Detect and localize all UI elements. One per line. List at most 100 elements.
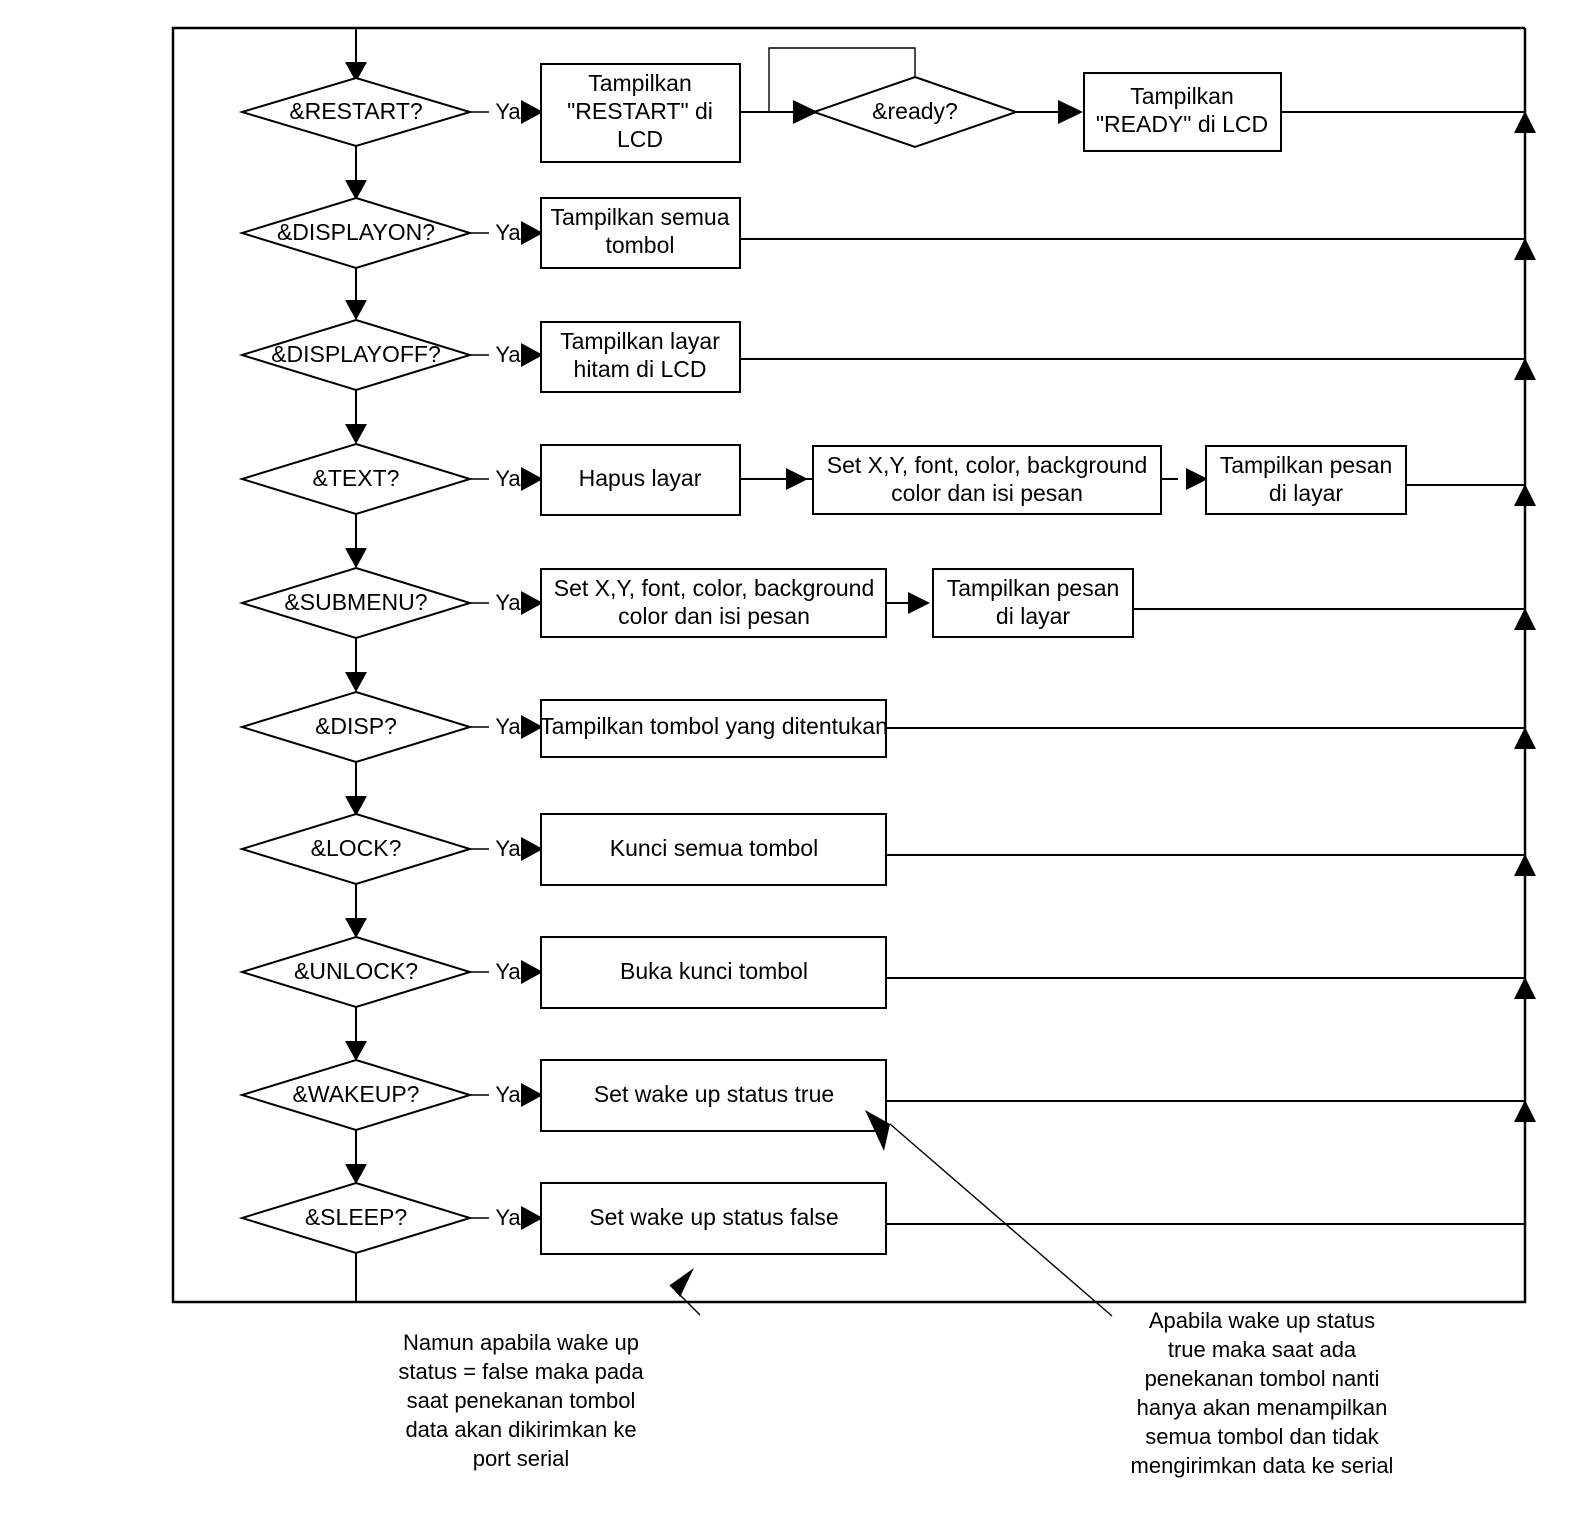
left-note-line-2: status = false maka pada — [398, 1359, 644, 1384]
process-wake-true[interactable] — [540, 1059, 887, 1132]
process-restart-lcd-line1: Tampilkan — [588, 70, 692, 96]
left-note-line-1: Namun apabila wake up — [403, 1330, 639, 1355]
ready-to-readybox-arrowhead — [1058, 100, 1083, 124]
process-show-disp[interactable] — [540, 699, 887, 758]
process-clear-screen-line1: Hapus layar — [579, 465, 702, 491]
process-set-text-line1: Set X,Y, font, color, background — [827, 452, 1148, 478]
process-lock-all[interactable] — [540, 813, 887, 886]
rail-arrowhead-8 — [1514, 977, 1536, 999]
entry-arrowhead-restart — [345, 62, 367, 82]
setsubmenu-to-showmsg-arrowhead — [908, 592, 930, 614]
process-show-all[interactable] — [540, 197, 741, 269]
process-black-screen[interactable] — [540, 321, 741, 393]
process-restart-lcd-line2: "RESTART" di — [567, 98, 713, 124]
process-set-submenu[interactable] — [540, 568, 887, 638]
right-note-line-2: true maka saat ada — [1168, 1337, 1357, 1362]
disp-yes-arrowhead — [521, 715, 543, 739]
decision-disp-label: &DISP? — [315, 713, 397, 739]
unlock-yes-label: Ya — [495, 959, 521, 984]
decision-ready-label: &ready? — [872, 98, 958, 124]
displayon-yes-label: Ya — [495, 220, 521, 245]
submenu-yes-arrowhead — [521, 591, 543, 615]
restart-no-arrowhead — [345, 180, 367, 200]
process-black-screen-line2: hitam di LCD — [574, 356, 707, 382]
right-note-line-3: penekanan tombol nanti — [1145, 1366, 1380, 1391]
process-show-msg-text-line1: Tampilkan pesan — [1220, 452, 1393, 478]
process-unlock-all[interactable] — [540, 936, 887, 1009]
disp-yes-label: Ya — [495, 714, 521, 739]
rail-arrowhead-2 — [1514, 238, 1536, 260]
decision-ready[interactable] — [810, 75, 1020, 149]
rail-arrowhead-7 — [1514, 854, 1536, 876]
lock-yes-label: Ya — [495, 836, 521, 861]
right-note-line-1: Apabila wake up status — [1149, 1308, 1375, 1333]
rail-arrowhead-4 — [1514, 484, 1536, 506]
submenu-yes-label: Ya — [495, 590, 521, 615]
right-note-arrowhead — [865, 1110, 890, 1151]
decision-text-label: &TEXT? — [313, 465, 400, 491]
left-note-line-5: port serial — [473, 1446, 570, 1471]
process-wake-false-line1: Set wake up status false — [589, 1204, 838, 1230]
wakeup-yes-label: Ya — [495, 1082, 521, 1107]
process-show-msg-submenu-line2: di layar — [996, 603, 1070, 629]
process-set-submenu-line1: Set X,Y, font, color, background — [554, 575, 875, 601]
unlock-yes-arrowhead — [521, 960, 543, 984]
process-restart-lcd-line3: LCD — [617, 126, 663, 152]
displayon-yes-arrowhead — [521, 221, 543, 245]
disp-no-arrowhead — [345, 796, 367, 816]
sleep-yes-label: Ya — [495, 1205, 521, 1230]
left-note-arrowhead — [670, 1268, 694, 1297]
text-no-arrowhead — [345, 548, 367, 568]
settext-to-showmsg-arrowhead — [1186, 468, 1208, 490]
process-set-text-line2: color dan isi pesan — [891, 480, 1083, 506]
process-ready-lcd-line1: Tampilkan — [1130, 83, 1234, 109]
displayoff-yes-label: Ya — [495, 342, 521, 367]
process-set-submenu-line2: color dan isi pesan — [618, 603, 810, 629]
right-note-leader-line — [889, 1123, 1113, 1317]
process-ready-lcd[interactable] — [1083, 72, 1282, 152]
process-clear-screen[interactable] — [540, 444, 741, 516]
process-wake-true-line1: Set wake up status true — [594, 1081, 834, 1107]
ready-feedback-loop — [768, 47, 916, 113]
right-note-line-6: mengirimkan data ke serial — [1131, 1453, 1394, 1478]
process-set-text[interactable] — [812, 445, 1162, 515]
unlock-no-arrowhead — [345, 1041, 367, 1061]
rail-arrowhead-1 — [1514, 111, 1536, 133]
displayoff-no-arrowhead — [345, 424, 367, 444]
rail-arrowhead-3 — [1514, 358, 1536, 380]
left-note-line-3: saat penekanan tombol — [407, 1388, 636, 1413]
sleep-yes-arrowhead — [521, 1206, 543, 1230]
process-show-msg-text-line2: di layar — [1269, 480, 1343, 506]
process-show-msg-submenu-line1: Tampilkan pesan — [947, 575, 1120, 601]
right-note-line-5: semua tombol dan tidak — [1145, 1424, 1380, 1449]
wakeup-no-arrowhead — [345, 1164, 367, 1184]
process-show-all-line2: tombol — [605, 232, 674, 258]
decision-wakeup-label: &WAKEUP? — [293, 1081, 420, 1107]
restart-yes-arrowhead — [521, 100, 543, 124]
restart-to-ready-arrowhead — [793, 100, 818, 124]
rail-arrowhead-5 — [1514, 608, 1536, 630]
process-show-msg-submenu[interactable] — [932, 568, 1134, 638]
process-wake-false[interactable] — [540, 1182, 887, 1255]
process-show-disp-line1: Tampilkan tombol yang ditentukan — [540, 713, 888, 739]
process-show-msg-text[interactable] — [1205, 445, 1407, 515]
submenu-no-arrowhead — [345, 672, 367, 692]
left-note-line-4: data akan dikirimkan ke — [405, 1417, 636, 1442]
lock-no-arrowhead — [345, 918, 367, 938]
restart-yes-label: Ya — [495, 99, 521, 124]
wakeup-yes-arrowhead — [521, 1083, 543, 1107]
process-show-all-line1: Tampilkan semua — [551, 204, 730, 230]
rail-arrowhead-9 — [1514, 1100, 1536, 1122]
main-loop-frame — [171, 26, 1527, 1304]
process-black-screen-line1: Tampilkan layar — [560, 328, 720, 354]
decision-lock-label: &LOCK? — [311, 835, 402, 861]
displayon-no-arrowhead — [345, 300, 367, 320]
process-unlock-all-line1: Buka kunci tombol — [620, 958, 808, 984]
rail-arrowhead-6 — [1514, 727, 1536, 749]
process-ready-lcd-line2: "READY" di LCD — [1096, 111, 1268, 137]
decision-restart-label: &RESTART? — [289, 98, 422, 124]
decision-displayoff-label: &DISPLAYOFF? — [271, 341, 441, 367]
text-yes-label: Ya — [495, 466, 521, 491]
right-note-line-4: hanya akan menampilkan — [1137, 1395, 1388, 1420]
